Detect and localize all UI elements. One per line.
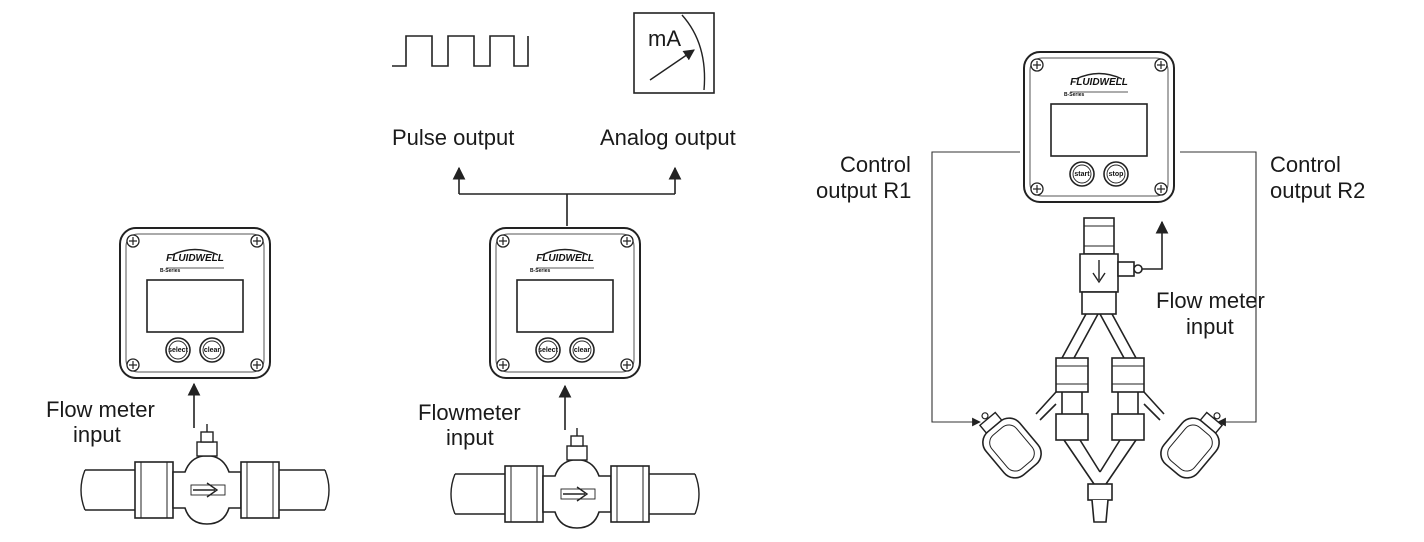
right-input-label-line1: Flow meter bbox=[1156, 288, 1265, 313]
left-button-clear-label: clear bbox=[204, 347, 221, 354]
middle-button-select-label: select bbox=[538, 347, 559, 354]
middle-input-label-line1: Flowmeter bbox=[418, 400, 521, 425]
analog-meter-icon: mA bbox=[633, 12, 715, 94]
middle-series-text: B-Series bbox=[530, 268, 551, 274]
right-signal-arrow bbox=[1142, 220, 1169, 270]
left-input-label-line2: input bbox=[73, 422, 121, 447]
right-indicator: FLUIDWELL B-Series start stop bbox=[1023, 51, 1175, 203]
middle-brand-text: FLUIDWELL bbox=[536, 253, 594, 264]
analog-meter-unit: mA bbox=[648, 26, 681, 51]
right-brand-text: FLUIDWELL bbox=[1070, 77, 1128, 88]
analog-output-label: Analog output bbox=[600, 125, 736, 150]
right-flowmeter-assembly bbox=[1035, 217, 1165, 523]
right-series-text: B-Series bbox=[1064, 92, 1085, 98]
control-output-lines bbox=[931, 151, 1257, 427]
valve-actuator-r1 bbox=[965, 398, 1048, 485]
control-output-r1-label-line1: Control bbox=[840, 152, 911, 177]
right-button-stop-label: stop bbox=[1109, 171, 1124, 178]
control-output-r2-label-line1: Control bbox=[1270, 152, 1341, 177]
middle-indicator: FLUIDWELL B-Series select clear bbox=[489, 227, 641, 379]
left-input-label-line1: Flow meter bbox=[46, 397, 155, 422]
right-button-start-label: start bbox=[1074, 171, 1090, 178]
control-output-r2-label-line2: output R2 bbox=[1270, 178, 1365, 203]
valve-actuator-r2 bbox=[1154, 398, 1237, 485]
left-button-select-label: select bbox=[168, 347, 189, 354]
middle-input-label-line2: input bbox=[446, 425, 494, 450]
pulse-output-label: Pulse output bbox=[392, 125, 514, 150]
right-input-label-line2: input bbox=[1186, 314, 1234, 339]
pulse-square-wave-icon bbox=[392, 35, 529, 67]
left-series-text: B-Series bbox=[160, 268, 181, 274]
control-output-r1-label-line2: output R1 bbox=[816, 178, 911, 203]
left-indicator: FLUIDWELL B-Series select clear bbox=[119, 227, 271, 379]
left-brand-text: FLUIDWELL bbox=[166, 253, 224, 264]
output-branch-lines bbox=[452, 166, 682, 226]
middle-button-clear-label: clear bbox=[574, 347, 591, 354]
